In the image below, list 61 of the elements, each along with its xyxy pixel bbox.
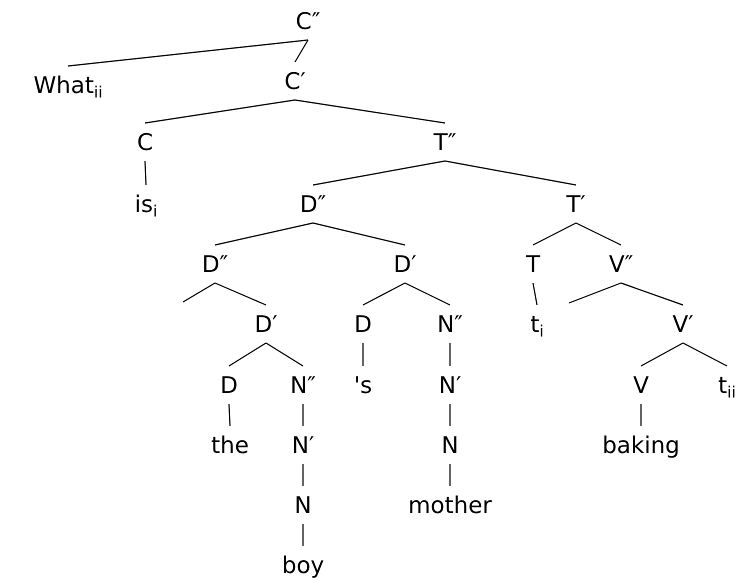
tree-branch-line <box>449 404 451 426</box>
tree-branch-line <box>228 342 266 367</box>
tree-node-label: N″ <box>437 312 463 338</box>
tree-branch-line <box>640 342 684 367</box>
tree-node-label: V″ <box>608 252 634 278</box>
tree-branch-line <box>362 343 364 366</box>
tree-branch-line <box>144 99 296 124</box>
tree-node-label: V′ <box>672 312 694 338</box>
tree-node-label: mother <box>408 493 492 519</box>
tree-branch-line <box>576 222 622 246</box>
tree-node-label: D′ <box>254 312 278 338</box>
tree-branch-line <box>362 282 406 306</box>
tree-branch-line <box>444 160 576 186</box>
tree-branch-line <box>294 99 446 124</box>
tree-node-label: t$_{i}$ <box>530 312 544 338</box>
tree-node-label: the <box>211 433 249 459</box>
tree-branch-line <box>294 40 309 62</box>
tree-node-label: 's <box>354 373 372 399</box>
tree-node-label: T′ <box>566 192 586 218</box>
tree-node-label: D′ <box>394 252 416 278</box>
tree-node-label: N′ <box>438 373 462 399</box>
tree-node-label: What$_{ii}$ <box>33 73 103 99</box>
tree-node-label: D″ <box>202 252 228 278</box>
tree-branch-line <box>302 404 304 426</box>
tree-node-label: T <box>526 252 540 278</box>
tree-branch-line <box>312 222 406 246</box>
tree-branch-line <box>640 404 642 426</box>
tree-branch-line <box>214 282 266 306</box>
tree-branch-line <box>568 282 622 304</box>
tree-branch-line <box>449 343 451 366</box>
tree-branch-line <box>312 160 446 186</box>
tree-node-label: D <box>354 312 372 338</box>
tree-branch-line <box>682 342 728 367</box>
tree-branch-line <box>532 222 576 246</box>
tree-branch-line <box>266 342 304 367</box>
tree-node-label: C″ <box>296 9 320 35</box>
tree-node-label: baking <box>602 433 680 459</box>
tree-branch-line <box>449 464 451 486</box>
tree-node-label: C′ <box>284 69 306 95</box>
tree-node-label: N′ <box>292 433 314 459</box>
tree-branch-line <box>404 282 450 306</box>
tree-branch-line <box>302 524 304 546</box>
tree-node-label: boy <box>282 553 324 579</box>
tree-node-label: t$_{ii}$ <box>718 373 736 399</box>
tree-branch-line <box>68 39 308 67</box>
tree-node-label: N <box>294 493 312 519</box>
tree-branch-line <box>620 282 684 306</box>
tree-node-label: T″ <box>434 130 456 156</box>
tree-node-label: D″ <box>300 192 326 218</box>
tree-node-label: V <box>633 373 649 399</box>
tree-branch-line <box>214 222 314 246</box>
tree-node-label: C <box>136 130 154 156</box>
tree-branch-line <box>532 282 538 306</box>
tree-node-label: is$_{i}$ <box>134 192 158 218</box>
tree-branch-line <box>302 464 304 486</box>
tree-branch-line <box>182 282 216 303</box>
tree-node-label: N″ <box>290 373 316 399</box>
tree-node-label: N <box>441 433 459 459</box>
tree-branch-line <box>144 160 147 186</box>
tree-node-label: D <box>220 373 238 399</box>
tree-branch-line <box>228 404 231 426</box>
